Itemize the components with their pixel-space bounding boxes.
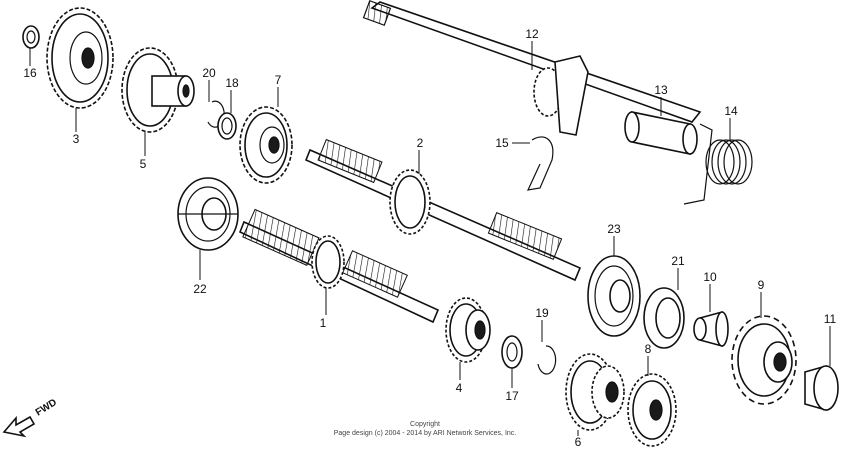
sprocket-9 — [731, 315, 797, 405]
return-spring-14 — [683, 123, 753, 205]
leader-lines — [29, 41, 831, 436]
washer-17 — [501, 335, 523, 369]
copyright-line-2: Page design (c) 2004 - 2014 by ARI Netwo… — [333, 430, 517, 437]
gear-7 — [239, 106, 293, 184]
callout-9: 9 — [758, 278, 765, 292]
callout-7: 7 — [275, 73, 282, 87]
callout-10: 10 — [703, 270, 717, 284]
bearing-23 — [587, 255, 641, 337]
callout-13: 13 — [654, 83, 668, 97]
callout-19: 19 — [535, 306, 549, 320]
callout-11: 11 — [824, 312, 837, 326]
callout-15: 15 — [495, 136, 509, 150]
callout-23: 23 — [607, 222, 621, 236]
callout-6: 6 — [575, 435, 582, 449]
fwd-label: FWD — [34, 398, 59, 419]
callout-3: 3 — [73, 132, 80, 146]
fwd-arrow-icon: FWD — [2, 398, 59, 438]
countershaft-2 — [304, 138, 582, 282]
bearing-22 — [177, 177, 239, 251]
callout-4: 4 — [456, 381, 463, 395]
gear-3 — [46, 7, 114, 109]
oil-seal-21 — [643, 287, 685, 349]
callout-20: 20 — [202, 66, 216, 80]
gear-4 — [445, 297, 491, 363]
gear-6 — [565, 353, 625, 431]
clip-15 — [526, 136, 554, 191]
callout-14: 14 — [724, 104, 738, 118]
callout-labels: 16 3 5 20 18 7 12 13 14 15 2 22 1 23 21 … — [23, 27, 836, 449]
kick-spindle-12 — [362, 0, 702, 136]
callout-2: 2 — [417, 136, 424, 150]
callout-8: 8 — [645, 342, 652, 356]
callout-21: 21 — [671, 254, 685, 268]
callout-16: 16 — [23, 66, 37, 80]
washer-16 — [22, 25, 40, 49]
circlip-19 — [537, 345, 557, 375]
copyright-line-1: Copyright — [410, 421, 440, 428]
mainshaft-1 — [238, 208, 440, 324]
washer-18 — [217, 112, 237, 140]
callout-5: 5 — [140, 157, 147, 171]
cap-11 — [804, 364, 839, 412]
collar-10 — [693, 310, 729, 348]
gear-5 — [121, 47, 195, 133]
gear-8 — [627, 373, 677, 447]
callout-17: 17 — [505, 389, 519, 403]
callout-22: 22 — [193, 282, 207, 296]
callout-12: 12 — [525, 27, 539, 41]
callout-1: 1 — [320, 316, 327, 330]
collar-13 — [624, 111, 698, 155]
callout-18: 18 — [225, 76, 239, 90]
